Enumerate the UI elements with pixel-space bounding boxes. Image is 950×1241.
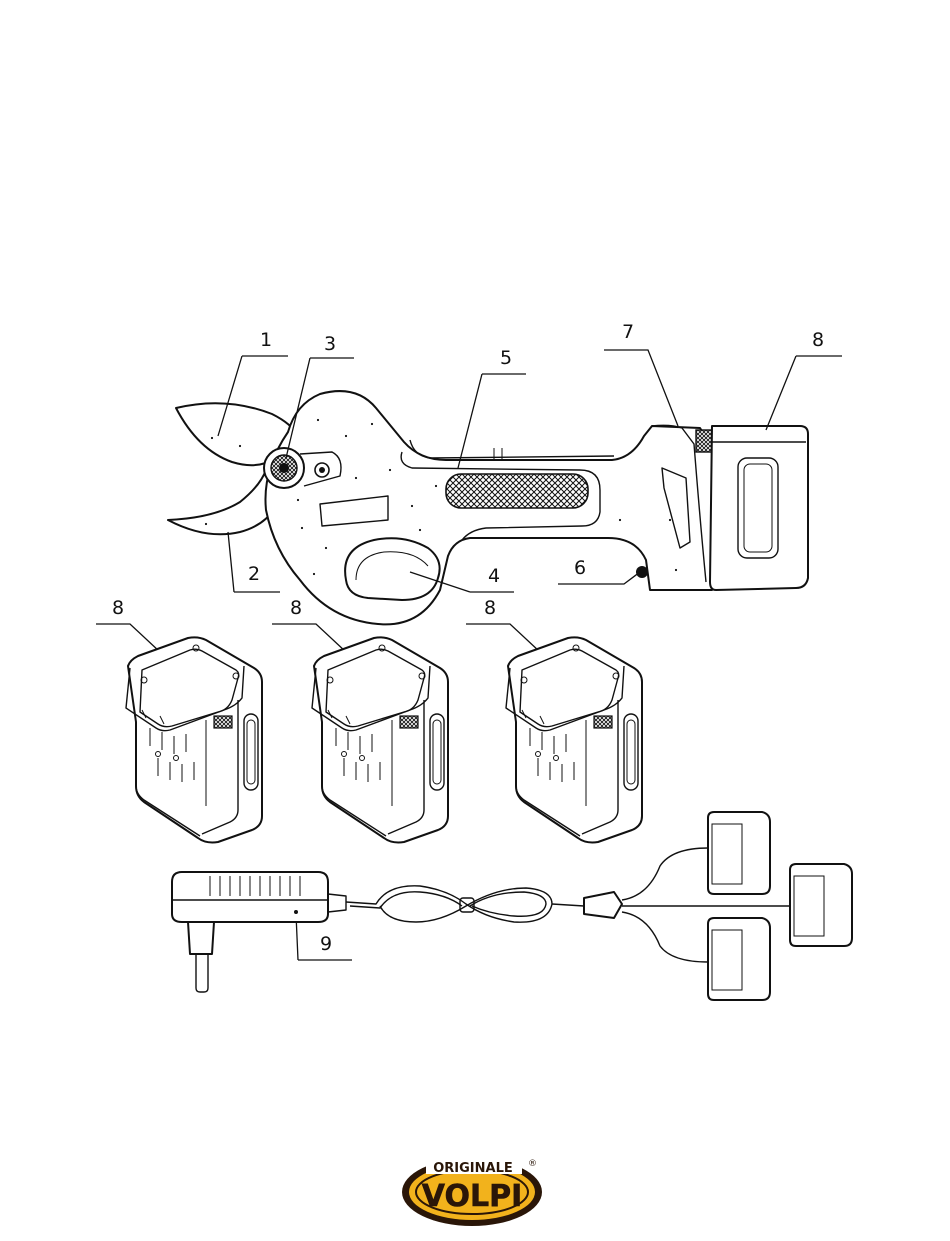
charger bbox=[172, 812, 852, 1000]
callout-9: 9 bbox=[320, 933, 332, 955]
callout-8-c: 8 bbox=[484, 597, 496, 619]
logo-top-text: ORIGINALE bbox=[433, 1161, 513, 1176]
originale-volpi-logo: ORIGINALE VOLPI ® bbox=[402, 1158, 542, 1226]
callout-6: 6 bbox=[574, 557, 586, 579]
spare-battery-3 bbox=[506, 637, 642, 842]
callout-8-a: 8 bbox=[112, 597, 124, 619]
callout-8-main: 8 bbox=[812, 329, 824, 351]
logo-registered-mark: ® bbox=[528, 1159, 537, 1169]
spare-battery-1 bbox=[126, 637, 262, 842]
callout-4: 4 bbox=[488, 565, 500, 587]
grip-mesh bbox=[446, 474, 588, 508]
charge-head-bottom bbox=[708, 918, 770, 1000]
callout-3: 3 bbox=[324, 333, 336, 355]
pruner bbox=[168, 391, 808, 624]
logo-brand-text: VOLPI bbox=[422, 1179, 522, 1214]
charge-head-middle bbox=[790, 864, 852, 946]
callout-7: 7 bbox=[622, 321, 634, 343]
lower-blade bbox=[168, 470, 280, 534]
charge-head-top bbox=[708, 812, 770, 894]
spare-battery-2 bbox=[312, 637, 448, 842]
callout-5: 5 bbox=[500, 347, 512, 369]
trigger bbox=[345, 538, 440, 600]
callout-2: 2 bbox=[248, 563, 260, 585]
attached-battery bbox=[710, 426, 808, 590]
callout-8-b: 8 bbox=[290, 597, 302, 619]
callout-1: 1 bbox=[260, 329, 272, 351]
